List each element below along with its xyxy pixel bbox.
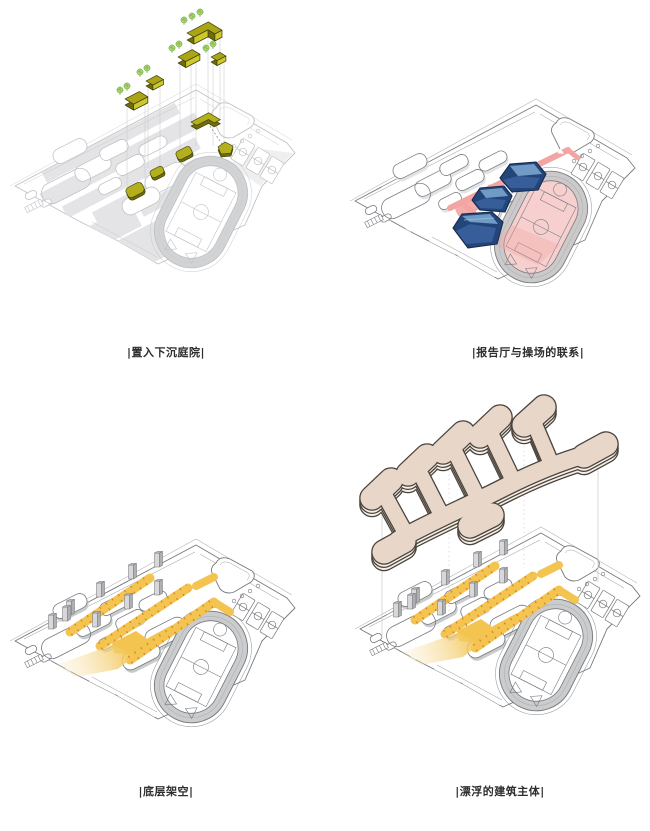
auditorium-volume-large: [452, 211, 504, 249]
caption-ground-piloti: |底层架空|: [138, 785, 194, 798]
auditorium-volume-mid: [471, 185, 513, 213]
floating-slab: [359, 394, 619, 572]
sunken-courtyard-plan-shapes: [125, 112, 234, 201]
panel-hall-playground-link: [350, 99, 635, 312]
drop-lines: [126, 37, 225, 188]
olive-volume-l: [186, 21, 223, 45]
panel-sunken-courtyards: [10, 8, 295, 298]
site-plan: [10, 84, 295, 297]
olive-volume: [177, 49, 201, 68]
caption-hall-playground-link: |报告厅与操场的联系|: [471, 346, 585, 359]
caption-sunken-courtyards: |置入下沉庭院|: [126, 346, 206, 359]
floating-slab-layer: [360, 395, 618, 564]
olive-volume: [210, 52, 227, 66]
tree-icons: [116, 8, 217, 96]
auditorium-volumes: [452, 161, 547, 249]
panel-ground-piloti: [10, 539, 295, 752]
floating-olive-volumes: [124, 21, 227, 111]
auditorium-volume-top: [499, 161, 547, 193]
olive-volume: [124, 91, 149, 111]
olive-volume: [145, 75, 164, 91]
panel-floating-mass: [355, 394, 640, 740]
caption-floating-mass: |漂浮的建筑主体|: [455, 785, 545, 798]
